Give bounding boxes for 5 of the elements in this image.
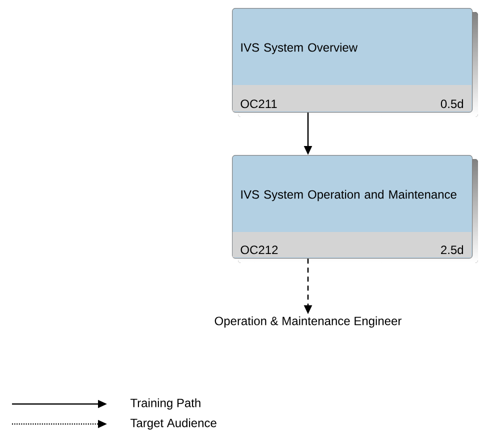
audience-label: Operation & Maintenance Engineer (214, 316, 402, 328)
course-box: IVS System Overview OC211 0.5d (232, 8, 478, 117)
legend-label: Training Path (130, 398, 200, 410)
course-box: IVS System Operation and Maintenance OC212 2.5d (232, 155, 478, 263)
legend-label: Target Audience (130, 418, 216, 430)
